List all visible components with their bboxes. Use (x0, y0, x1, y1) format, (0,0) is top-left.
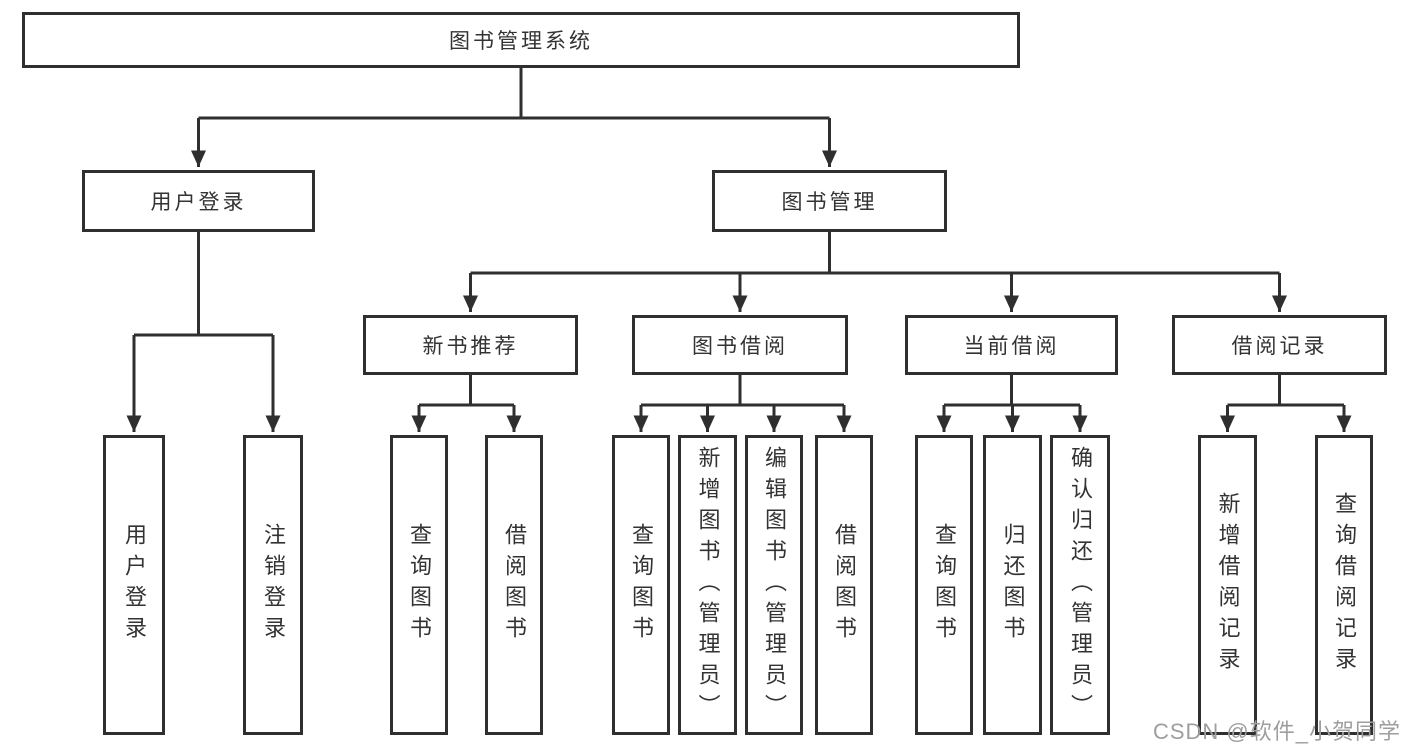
edge-current-borrow-to-leaves (936, 375, 1088, 432)
edge-new-book-recommend-to-leaves (411, 375, 522, 432)
node-user-login: 用户登录 (82, 170, 315, 232)
leaf-current-return-books-label: 归还图书 (1000, 523, 1026, 647)
leaf-borrow-add-books-admin-label: 新增图书（管理员） (695, 445, 721, 725)
leaf-user-login: 用户登录 (103, 435, 165, 735)
leaf-borrow-edit-books-admin-label: 编辑图书（管理员） (762, 445, 787, 725)
leaf-borrow-borrow-books: 借阅图书 (815, 435, 873, 735)
leaf-records-query-record: 查询借阅记录 (1315, 435, 1373, 735)
leaf-current-query-books-label: 查询图书 (932, 523, 957, 647)
node-borrow-records-label: 借阅记录 (1231, 335, 1328, 358)
edge-book-management-to-level3 (463, 232, 1287, 312)
node-new-book-recommend: 新书推荐 (363, 315, 578, 375)
leaf-logout-label: 注销登录 (261, 523, 286, 647)
leaf-records-query-record-label: 查询借阅记录 (1332, 492, 1357, 678)
node-new-book-recommend-label: 新书推荐 (422, 335, 519, 358)
edge-book-borrow-to-leaves (633, 375, 852, 432)
leaf-current-confirm-return-admin: 确认归还（管理员） (1050, 435, 1110, 735)
leaf-current-return-books: 归还图书 (983, 435, 1042, 735)
node-book-borrow-label: 图书借阅 (692, 335, 788, 358)
edge-user-login-to-leaves (126, 232, 281, 432)
edge-root-to-level2 (191, 68, 837, 167)
leaf-logout: 注销登录 (243, 435, 303, 735)
leaf-borrow-add-books-admin: 新增图书（管理员） (678, 435, 737, 735)
leaf-recommend-query-books: 查询图书 (390, 435, 448, 735)
csdn-watermark: CSDN @软件_小贺同学 (1152, 719, 1401, 744)
leaf-recommend-query-books-label: 查询图书 (407, 523, 432, 647)
leaf-user-login-label: 用户登录 (122, 523, 147, 647)
leaf-current-query-books: 查询图书 (915, 435, 973, 735)
node-root-label: 图书管理系统 (449, 30, 593, 53)
leaf-records-add-record-label: 新增借阅记录 (1215, 492, 1241, 678)
node-current-borrow-label: 当前借阅 (963, 335, 1060, 358)
node-current-borrow: 当前借阅 (905, 315, 1118, 375)
leaf-current-confirm-return-admin-label: 确认归还（管理员） (1068, 445, 1093, 725)
edge-borrow-records-to-leaves (1220, 375, 1352, 432)
leaf-records-add-record: 新增借阅记录 (1198, 435, 1257, 735)
leaf-borrow-edit-books-admin: 编辑图书（管理员） (745, 435, 803, 735)
leaf-borrow-query-books-label: 查询图书 (629, 523, 654, 647)
node-root-library-management-system: 图书管理系统 (22, 12, 1020, 68)
node-book-management-label: 图书管理 (781, 191, 878, 214)
node-borrow-records: 借阅记录 (1172, 315, 1387, 375)
leaf-borrow-query-books: 查询图书 (612, 435, 670, 735)
leaf-borrow-borrow-books-label: 借阅图书 (832, 523, 857, 647)
node-user-login-label: 用户登录 (150, 191, 247, 214)
node-book-management: 图书管理 (712, 170, 947, 232)
node-book-borrow: 图书借阅 (632, 315, 848, 375)
leaf-recommend-borrow-books-label: 借阅图书 (502, 523, 527, 647)
leaf-recommend-borrow-books: 借阅图书 (485, 435, 543, 735)
